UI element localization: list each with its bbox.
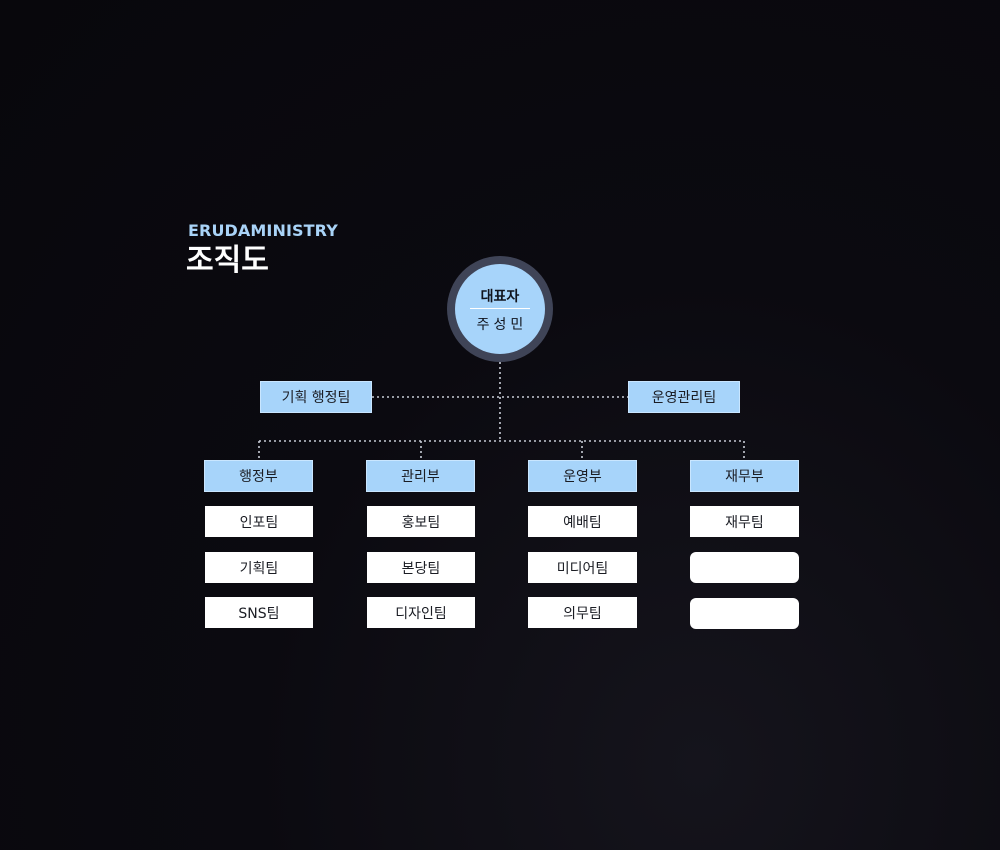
ceo-divider [470, 308, 530, 309]
department-header: 관리부 [366, 460, 475, 492]
team-box: 인포팀 [205, 506, 313, 537]
ceo-name: 주성민 [476, 317, 528, 333]
team-box: 의무팀 [528, 597, 637, 628]
department-header: 재무부 [690, 460, 799, 492]
page-title: 조직도 [186, 243, 269, 278]
team-box: 기획팀 [205, 552, 313, 583]
ceo-role: 대표자 [480, 289, 520, 305]
team-box: 미디어팀 [528, 552, 637, 583]
ceo-node: 대표자 주성민 [455, 264, 545, 354]
brand-name: ERUDAMINISTRY [188, 221, 338, 240]
staff-team-operations: 운영관리팀 [628, 381, 740, 413]
team-box: SNS팀 [205, 597, 313, 628]
team-box: 디자인팀 [367, 597, 475, 628]
department-header: 운영부 [528, 460, 637, 492]
team-box: 홍보팀 [367, 506, 475, 537]
team-box: 재무팀 [690, 506, 799, 537]
empty-team-box [690, 552, 799, 583]
staff-team-planning: 기획 행정팀 [260, 381, 372, 413]
empty-team-box [690, 598, 799, 629]
department-header: 행정부 [204, 460, 313, 492]
team-box: 본당팀 [367, 552, 475, 583]
team-box: 예배팀 [528, 506, 637, 537]
